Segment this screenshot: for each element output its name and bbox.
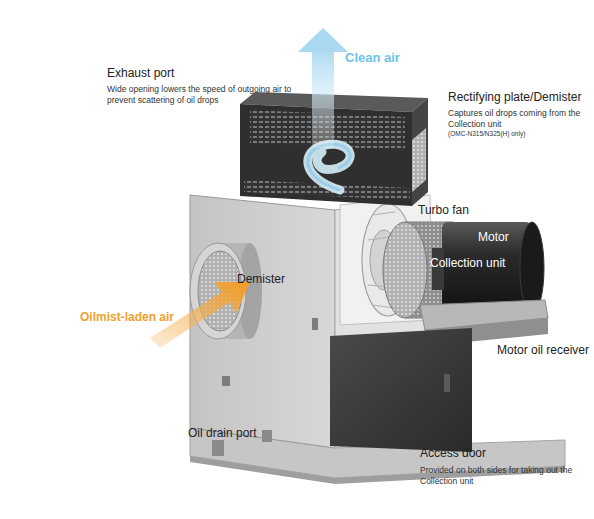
access-door: [330, 328, 472, 452]
body-left-face-part: [262, 430, 272, 442]
exhaust-box-part: [412, 98, 428, 206]
model-note: (OMC-N315/N325(H) only): [448, 130, 594, 138]
part-label: Exhaust port: [107, 66, 307, 81]
clean-air-flow: [298, 28, 350, 190]
oil-drain-port-part: [212, 440, 224, 456]
part-label: Rectifying plate/Demister: [448, 90, 594, 105]
clean-air-flow-part: [308, 144, 350, 190]
part-label: Motor: [478, 230, 538, 245]
part-label: Motor oil receiver: [497, 343, 594, 358]
access-door-part: [330, 328, 472, 452]
part-note: Provided on both sides for taking out th…: [420, 465, 592, 486]
oil-drain-port: [212, 440, 224, 456]
body-left-face-part: [312, 318, 318, 330]
part-label: Access door: [420, 446, 530, 461]
access-door-part: [444, 374, 450, 392]
part-label: Demister: [237, 272, 307, 287]
part-note: Wide opening lowers the speed of outgoin…: [107, 84, 307, 105]
body-left-face-part: [222, 376, 230, 386]
part-label: Collection unit: [430, 256, 530, 271]
clean-air-flow-part: [298, 28, 348, 52]
part-label: Turbo fan: [418, 203, 498, 218]
body-left-face: [190, 195, 335, 448]
collection-unit-part: [383, 222, 427, 318]
clean-air-flow-part: [312, 48, 334, 148]
clean-air-flow-part: [308, 144, 350, 190]
body-left-face-part: [190, 195, 335, 448]
flow-label: Oilmist-laden air: [80, 310, 210, 325]
exhaust-box-part: [412, 128, 426, 192]
flow-label: Clean air: [345, 50, 435, 66]
part-label: Oil drain port: [188, 426, 288, 441]
part-note: Captures oil drops coming from the Colle…: [448, 108, 594, 129]
